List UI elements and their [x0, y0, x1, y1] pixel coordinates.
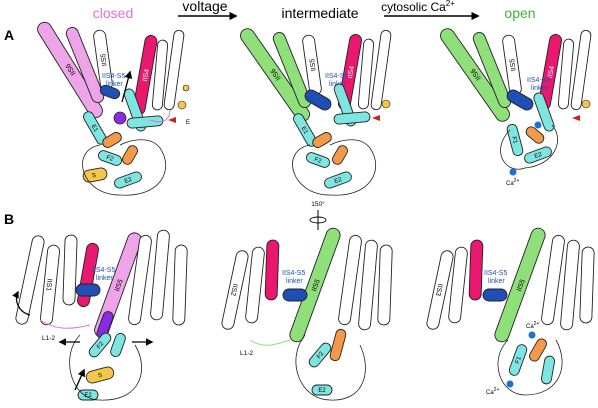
open-b-calcium-dot-2: [506, 380, 514, 388]
closed-a-e1-label: E1: [90, 124, 99, 134]
int-b-s5-label: IIS5: [311, 278, 322, 292]
closed-b-sv-label: S: [98, 373, 103, 380]
int-b-s2-label: IIS2: [229, 283, 238, 297]
open-b-s5-label: IIS5: [516, 278, 527, 292]
open-a-s4-label: IIS4: [547, 65, 556, 79]
state-label-intermediate: intermediate: [281, 5, 358, 21]
int-b-l12-label: L1-2: [240, 350, 253, 357]
open-a-f1-label: F1: [510, 136, 518, 145]
state-label-closed: closed: [93, 5, 133, 21]
closed-a-s4-label: IIS4: [142, 68, 151, 82]
closed-b-e2-label: E2: [84, 393, 92, 399]
open-a-calcium-dot: [509, 168, 517, 176]
svg-text:150°: 150°: [311, 200, 325, 208]
arrow-label-voltage: voltage: [182, 0, 227, 14]
int-a-s5-label: IIS5: [309, 58, 318, 71]
open-b-calcium-dot-1: [528, 331, 536, 339]
int-b-e2-label: E2: [318, 388, 326, 394]
arrow-label-calcium: cytosolic Ca2+: [381, 0, 455, 14]
closed-a-e-label: E: [186, 120, 190, 126]
closed-b-s5-label: IIS5: [114, 278, 125, 292]
open-b-s3-label: IIS3: [434, 283, 443, 297]
int-a-s4-label: IIS4: [347, 65, 356, 79]
int-a-f2-label: F2: [313, 157, 322, 165]
state-label-open: open: [504, 5, 535, 21]
closed-a-s5-label: IIS5: [100, 53, 109, 66]
open-b-calcium-label-1: Ca2+: [526, 321, 539, 330]
closed-b-s1-label: IIS1: [44, 278, 52, 291]
open-a-e2-label: E2: [534, 152, 544, 160]
closed-a-sv-label: S: [92, 173, 97, 180]
rotation-indicator: 150°: [309, 200, 327, 230]
int-a-e2-label: E2: [334, 177, 344, 185]
panel-label-a: A: [4, 27, 14, 43]
open-a-calcium-label: Ca2+: [506, 178, 519, 187]
int-b-f2-label: F2: [316, 351, 326, 361]
closed-a-e2-label: E2: [124, 177, 134, 185]
int-a-e1-label: E1: [300, 126, 309, 136]
closed-a-f2-label: F2: [105, 155, 114, 163]
open-b-calcium-label-2: Ca2+: [486, 387, 499, 396]
panel-label-b: B: [4, 211, 14, 227]
closed-b-l12-label: L1-2: [42, 335, 55, 342]
closed-b-f2-label: F2: [96, 341, 106, 351]
open-a-s5-label: IIS5: [509, 58, 518, 71]
open-b-f1-label: F1: [515, 355, 523, 364]
